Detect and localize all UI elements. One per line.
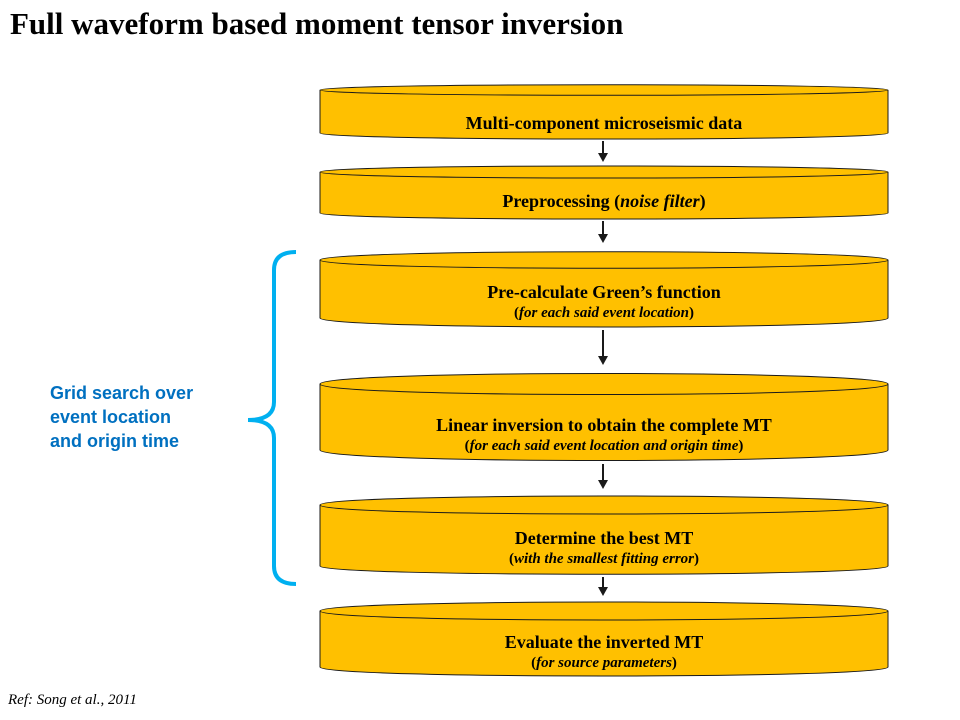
step-6-title: Evaluate the inverted MT xyxy=(504,632,704,652)
step-multicomponent-data xyxy=(319,84,889,140)
step-6-subtitle: (for source parameters) xyxy=(531,655,677,671)
grid-search-note-line-3: and origin time xyxy=(50,431,180,451)
step-4-subtitle: (for each said event location and origin… xyxy=(464,438,744,454)
step-preprocessing xyxy=(319,165,889,220)
step-5-title: Determine the best MT xyxy=(514,528,694,548)
step-best-mt xyxy=(319,495,889,575)
step-4-label: Linear inversion to obtain the complete … xyxy=(320,414,888,456)
step-5-label: Determine the best MT (with the smallest… xyxy=(320,527,888,569)
arrow-3-4 xyxy=(598,330,608,365)
step-3-subtitle: (for each said event location) xyxy=(514,305,694,321)
grid-search-note-line-1: Grid search over xyxy=(50,383,194,403)
arrow-1-2 xyxy=(598,141,608,162)
grid-search-note: Grid search over event location and orig… xyxy=(50,381,250,453)
step-evaluate-mt xyxy=(319,601,889,677)
step-1-title: Multi-component microseismic data xyxy=(465,113,743,133)
step-5-subtitle: (with the smallest fitting error) xyxy=(508,551,700,567)
grid-search-bracket xyxy=(247,250,297,586)
arrow-5-6 xyxy=(598,577,608,596)
arrow-2-3 xyxy=(598,221,608,243)
step-2-title: Preprocessing (noise filter) xyxy=(502,191,706,211)
step-1-label: Multi-component microseismic data xyxy=(320,112,888,134)
step-linear-inversion xyxy=(319,373,889,461)
step-3-label: Pre-calculate Green’s function (for each… xyxy=(320,281,888,323)
arrow-4-5 xyxy=(598,464,608,489)
step-4-title: Linear inversion to obtain the complete … xyxy=(436,415,772,435)
step-greens-function xyxy=(319,251,889,328)
step-2-label: Preprocessing (noise filter) xyxy=(320,190,888,212)
reference-citation: Ref: Song et al., 2011 xyxy=(8,692,137,708)
step-6-label: Evaluate the inverted MT (for source par… xyxy=(320,631,888,673)
page-title: Full waveform based moment tensor invers… xyxy=(10,6,624,41)
step-3-title: Pre-calculate Green’s function xyxy=(487,282,721,302)
grid-search-note-line-2: event location xyxy=(50,407,172,427)
